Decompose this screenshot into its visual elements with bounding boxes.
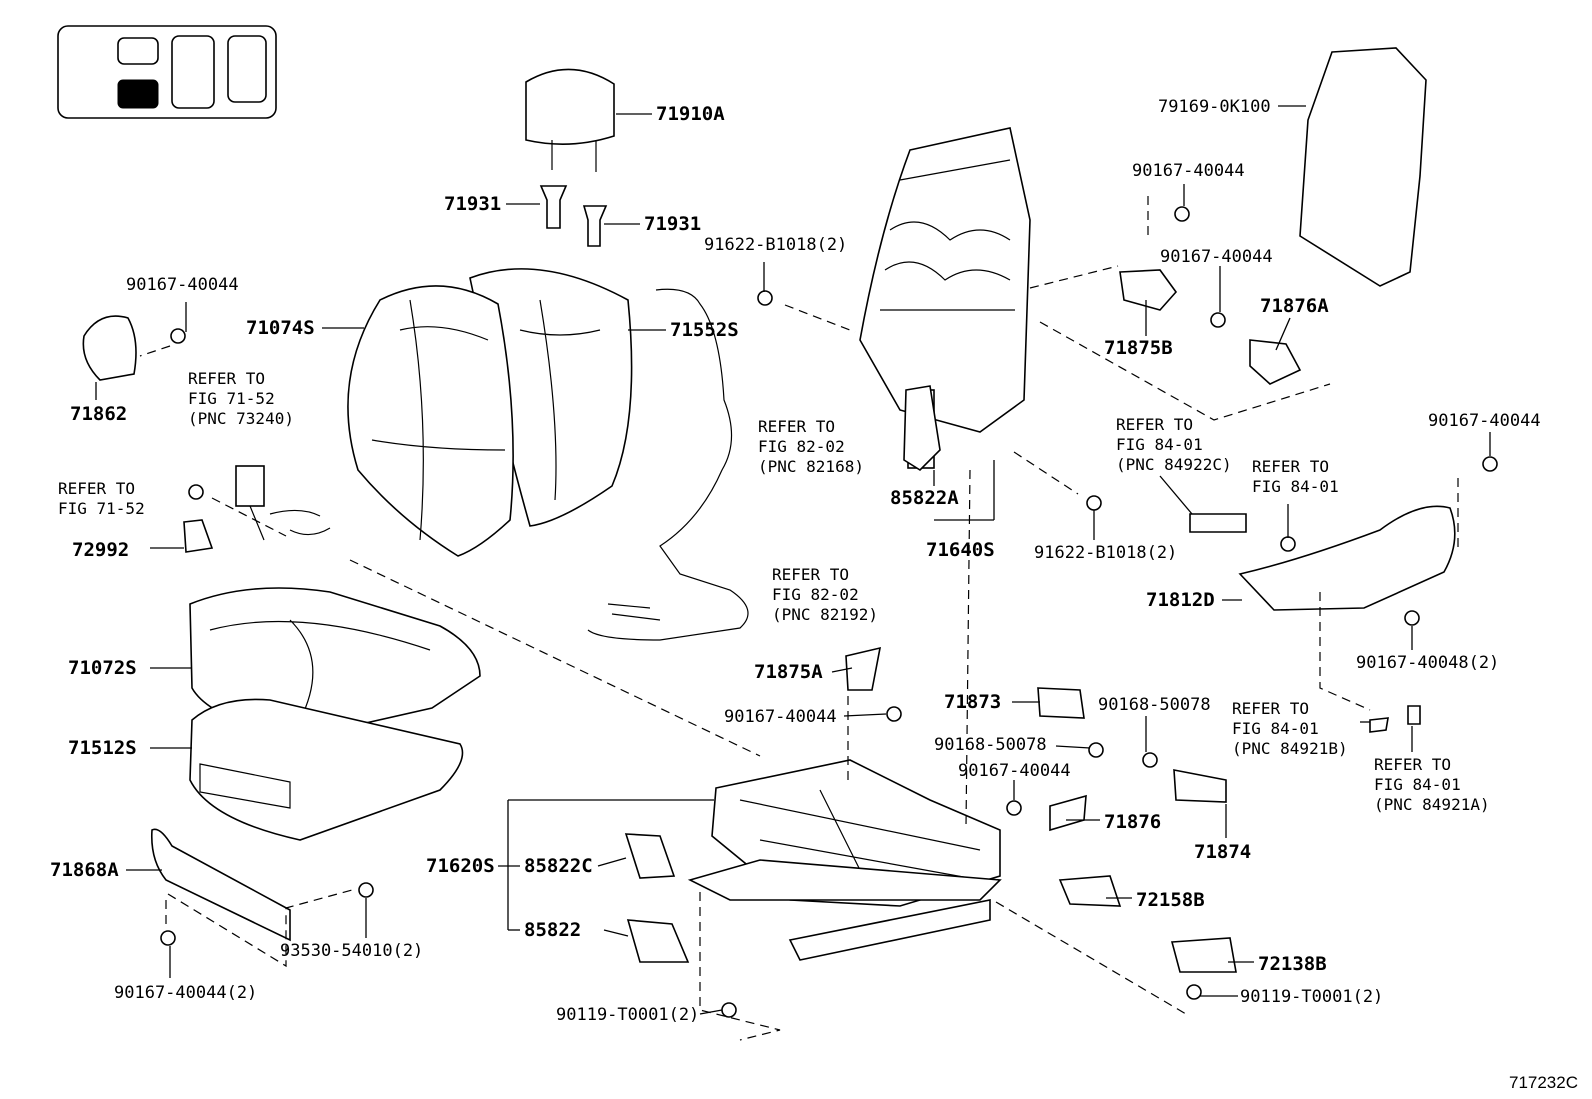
ref-note-line: REFER TO <box>1116 415 1193 434</box>
ref-note-line: (PNC 73240) <box>188 409 294 428</box>
ref-note-line: (PNC 82168) <box>758 457 864 476</box>
part-label-90167-40048: 90167-40048(2) <box>1356 653 1499 673</box>
part-label-71512S: 71512S <box>68 737 137 759</box>
part-label-71910A: 71910A <box>656 103 725 125</box>
ref-note-line: FIG 84-01 <box>1232 719 1319 738</box>
ref-note-line: FIG 71-52 <box>58 499 145 518</box>
ref-note-line: REFER TO <box>1374 755 1451 774</box>
part-label-71640S: 71640S <box>926 539 995 561</box>
seat-adjuster-part[interactable] <box>624 759 1202 1018</box>
ref-note-line: REFER TO <box>1252 457 1329 476</box>
reference-notes: REFER TO FIG 71-52 (PNC 73240) REFER TO … <box>58 369 1490 814</box>
headrest-part[interactable] <box>525 68 615 172</box>
ref-note-line: FIG 82-02 <box>772 585 859 604</box>
part-label-90167-40044-d: 90167-40044 <box>1428 411 1541 431</box>
ref-note-line: REFER TO <box>772 565 849 584</box>
part-label-90167-40044-c: 90167-40044 <box>1160 247 1273 267</box>
part-label-90167-40044-2a: 90167-40044(2) <box>114 983 257 1003</box>
ref-note-line: FIG 82-02 <box>758 437 845 456</box>
part-label-90167-40044-e: 90167-40044 <box>724 707 837 727</box>
ref-note-line: REFER TO <box>1232 699 1309 718</box>
part-label-90168-50078-a: 90168-50078 <box>1098 695 1211 715</box>
part-label-93530-54010: 93530-54010(2) <box>280 941 423 961</box>
part-label-72158B: 72158B <box>1136 889 1205 911</box>
headrest-support-part[interactable] <box>539 185 608 247</box>
seatback-cover-part[interactable] <box>347 268 633 557</box>
ref-note-line: FIG 71-52 <box>188 389 275 408</box>
part-label-91622-b1018-a: 91622-B1018(2) <box>704 235 847 255</box>
part-label-90168-50078-b: 90168-50078 <box>934 735 1047 755</box>
part-label-71868A: 71868A <box>50 859 119 881</box>
ref-note-line: FIG 84-01 <box>1252 477 1339 496</box>
part-label-71876: 71876 <box>1104 811 1161 833</box>
part-label-79169-0k100: 79169-0K100 <box>1158 97 1271 117</box>
side-shield-part[interactable] <box>150 828 374 946</box>
wire-harness-part[interactable] <box>587 288 749 641</box>
part-label-71862: 71862 <box>70 403 127 425</box>
motor-part[interactable] <box>903 385 941 472</box>
side-cover-part[interactable] <box>82 315 186 381</box>
ref-note-line: REFER TO <box>758 417 835 436</box>
guide-lines <box>139 196 1459 1041</box>
bracket-parts[interactable] <box>1119 206 1302 552</box>
part-label-85822C: 85822C <box>524 855 593 877</box>
part-label-71620S: 71620S <box>426 855 495 877</box>
ref-note-line: FIG 84-01 <box>1116 435 1203 454</box>
part-label-90119-t0001-b: 90119-T0001(2) <box>1240 987 1383 1007</box>
figure-id: 717232C <box>1508 1073 1578 1092</box>
part-label-71873: 71873 <box>944 691 1001 713</box>
seat-cushion-part[interactable] <box>189 587 481 841</box>
ref-note-line: (PNC 82192) <box>772 605 878 624</box>
part-label-91622-b1018-b: 91622-B1018(2) <box>1034 543 1177 563</box>
part-label-71072S: 71072S <box>68 657 137 679</box>
ref-note-line: REFER TO <box>188 369 265 388</box>
part-label-71875A: 71875A <box>754 661 823 683</box>
part-label-90167-40044-f: 90167-40044 <box>958 761 1071 781</box>
outer-side-cover-part[interactable] <box>1238 456 1498 733</box>
part-label-90167-40044-a: 90167-40044 <box>126 275 239 295</box>
part-label-85822: 85822 <box>524 919 581 941</box>
ref-note-line: (PNC 84921B) <box>1232 739 1348 758</box>
part-label-71931-b: 71931 <box>644 213 701 235</box>
ref-note-line: (PNC 84922C) <box>1116 455 1232 474</box>
hardware-parts[interactable] <box>845 646 1237 973</box>
part-labels: 71910A 71931 71931 71074S 71552S 90167-4… <box>50 97 1541 1025</box>
back-board-part[interactable] <box>1299 47 1427 287</box>
part-label-90167-40044-b: 90167-40044 <box>1132 161 1245 181</box>
seat-position-icon <box>57 25 277 119</box>
part-label-72992: 72992 <box>72 539 129 561</box>
part-label-90119-t0001-a: 90119-T0001(2) <box>556 1005 699 1025</box>
part-label-85822A: 85822A <box>890 487 959 509</box>
part-label-71875B: 71875B <box>1104 337 1173 359</box>
part-label-71552S: 71552S <box>670 319 739 341</box>
part-label-71812D: 71812D <box>1146 589 1215 611</box>
ref-note-line: REFER TO <box>58 479 135 498</box>
ref-note-line: FIG 84-01 <box>1374 775 1461 794</box>
part-label-71074S: 71074S <box>246 317 315 339</box>
part-label-71874: 71874 <box>1194 841 1251 863</box>
leader-lines <box>95 105 1491 1015</box>
part-label-71876A: 71876A <box>1260 295 1329 317</box>
ref-note-line: (PNC 84921A) <box>1374 795 1490 814</box>
part-label-72138B: 72138B <box>1258 953 1327 975</box>
part-label-71931-a: 71931 <box>444 193 501 215</box>
belt-buckle-part[interactable] <box>183 465 331 553</box>
